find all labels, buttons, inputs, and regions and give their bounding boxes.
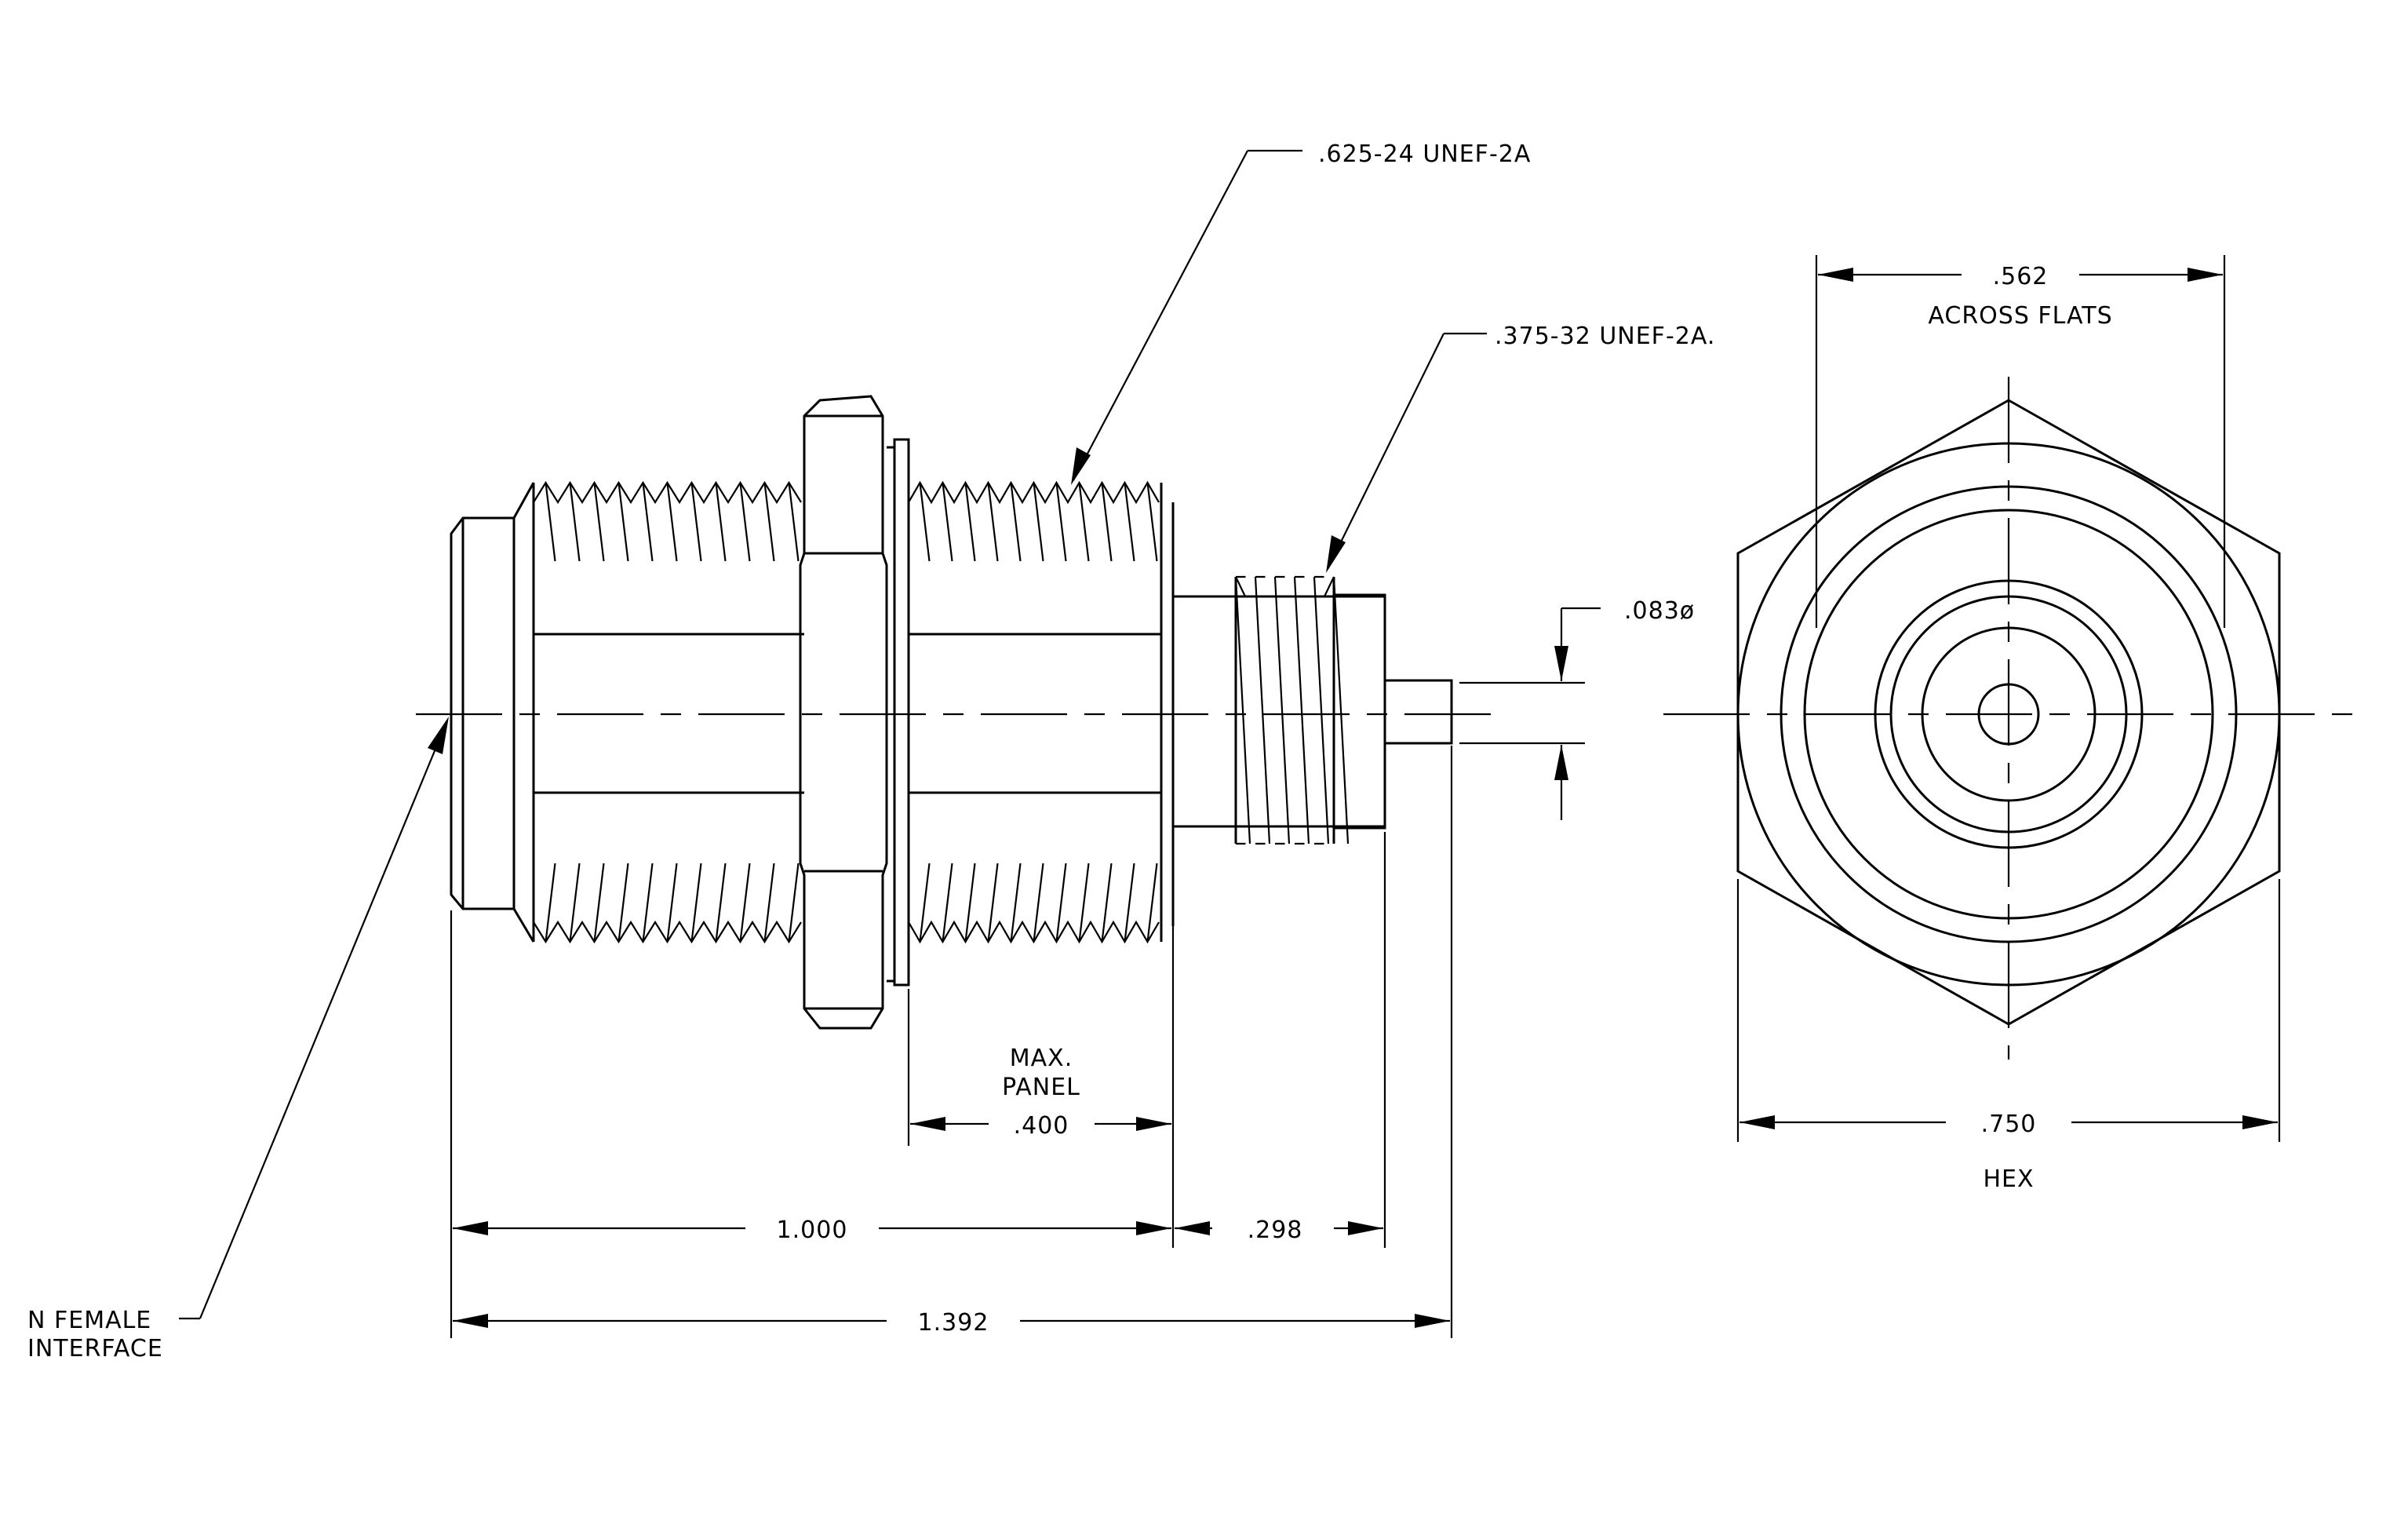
rear-length-value: .298 — [1248, 1216, 1303, 1244]
rear-thread-callout: .375-32 UNEF-2A. — [1495, 323, 1715, 350]
hex-label: HEX — [1983, 1165, 2034, 1193]
main-thread-rear — [908, 480, 1175, 944]
hex-nut — [799, 395, 888, 1030]
hex-value: .750 — [1981, 1111, 2037, 1138]
main-thread-callout: .625-24 UNEF-2A — [1318, 140, 1531, 168]
hex-outline — [1736, 399, 2281, 1026]
interface-label-line2: INTERFACE — [27, 1335, 163, 1362]
body-length-value: 1.000 — [777, 1216, 848, 1244]
pin-diameter-callout: .083ø — [1624, 597, 1695, 625]
rear-body — [1171, 575, 1386, 845]
across-flats-label: ACROSS FLATS — [1928, 302, 2112, 330]
labels: .625-24 UNEF-2A .375-32 UNEF-2A. .083ø N… — [27, 140, 2112, 1362]
interface-label-line1: N FEMALE — [27, 1307, 151, 1334]
lock-washer — [893, 438, 910, 987]
main-thread-front — [532, 480, 804, 944]
side-view — [416, 395, 1499, 1030]
across-flats-value: .562 — [1993, 263, 2049, 290]
leader-lines — [179, 149, 1487, 1320]
panel-label-line1: MAX. — [1010, 1045, 1073, 1072]
center-pin — [1383, 679, 1453, 745]
panel-dimension-value: .400 — [1014, 1112, 1069, 1140]
end-view — [1663, 377, 2354, 1060]
panel-label-line2: PANEL — [1002, 1074, 1080, 1101]
overall-length-value: 1.392 — [918, 1309, 989, 1337]
dimension-lines — [450, 255, 2281, 1338]
